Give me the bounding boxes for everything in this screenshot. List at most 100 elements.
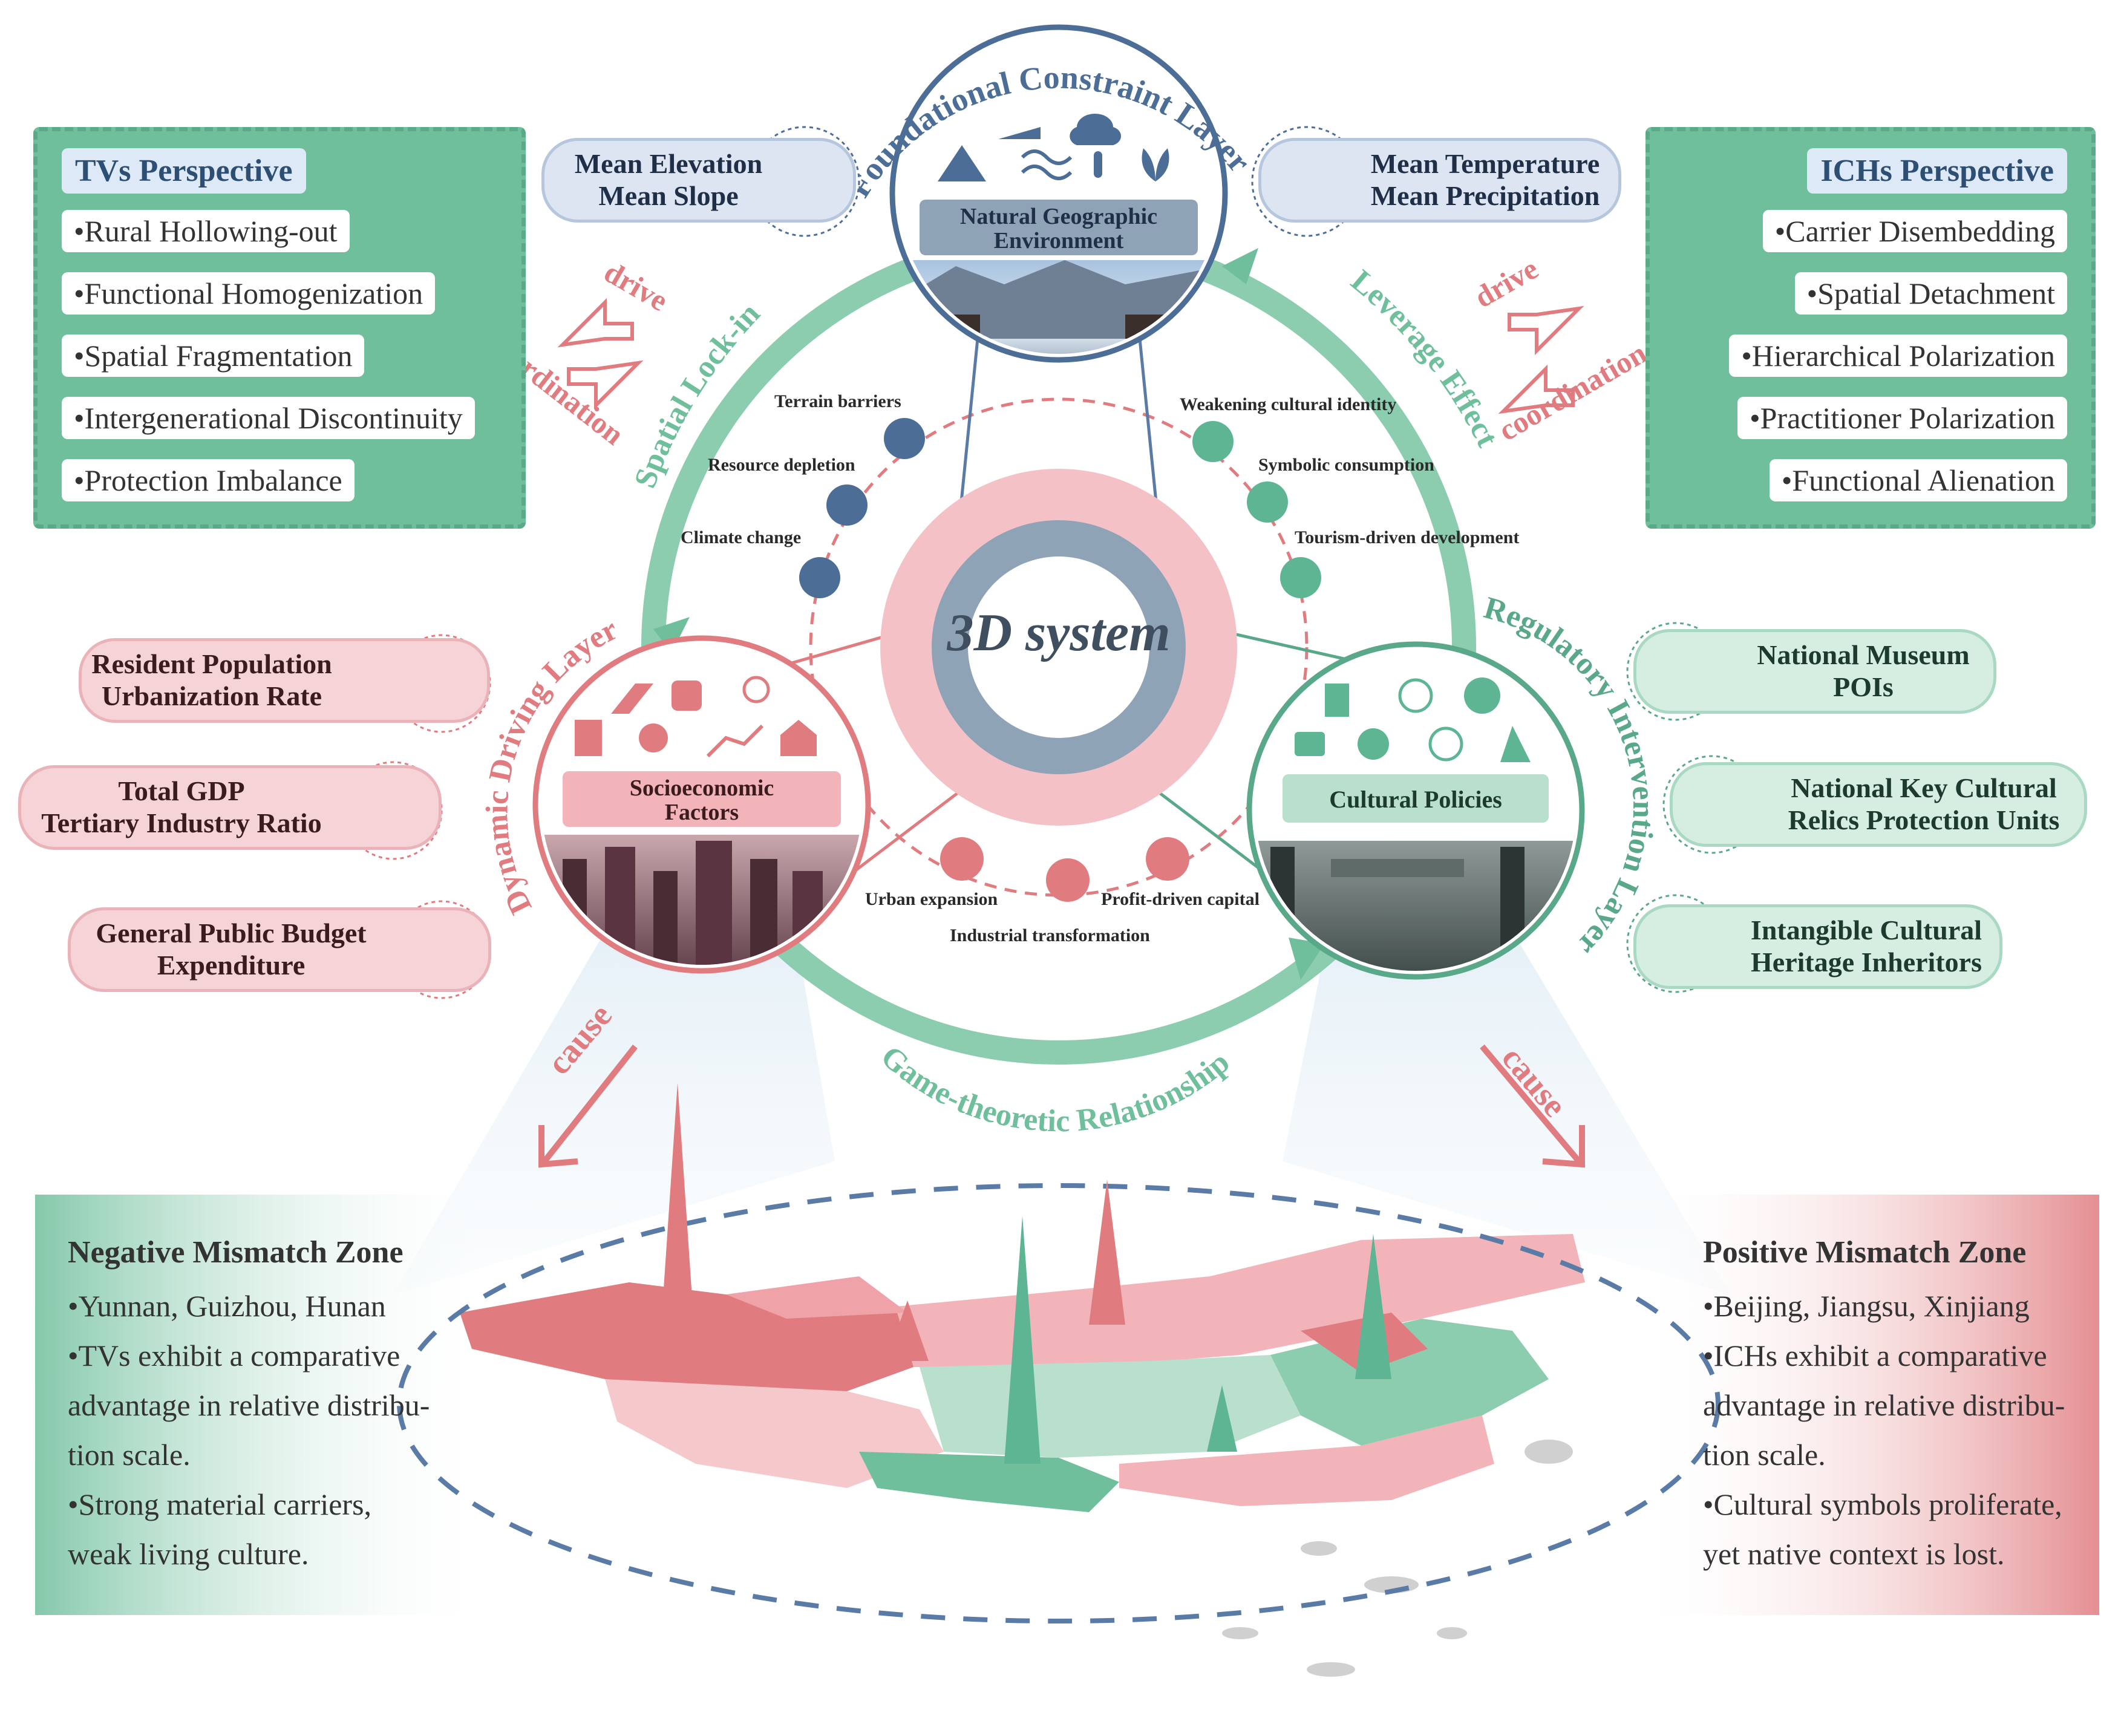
- head-icon: [1192, 421, 1234, 462]
- ichs-perspective-box: ICHs Perspective •Carrier Disembedding •…: [1645, 127, 2096, 529]
- positive-zone-line: •Cultural symbols proliferate,: [1703, 1487, 2062, 1521]
- ring-arrow-bottom-right: [1289, 938, 1325, 980]
- tvs-item: •Protection Imbalance: [62, 459, 355, 501]
- positive-zone-line: advantage in relative distribu-: [1703, 1388, 2065, 1422]
- money-icon: [1146, 837, 1189, 881]
- socio-label-2: Factors: [665, 800, 739, 825]
- inheritors-line-1: Intangible Cultural: [1750, 915, 1982, 946]
- ichs-item: •Spatial Detachment: [1794, 272, 2067, 315]
- factor-resource: Resource depletion: [708, 455, 855, 475]
- positive-zone: Positive Mismatch Zone •Beijing, Jiangsu…: [1703, 1228, 2090, 1579]
- ethnic-icon: [1428, 726, 1463, 762]
- factor-industrial: Industrial transformation: [950, 925, 1150, 945]
- spike-inner-mongolia: [1089, 1180, 1125, 1325]
- islands: [1222, 1440, 1573, 1677]
- spike-hubei: [1207, 1385, 1237, 1452]
- map-ellipse: [397, 1183, 1721, 1623]
- factor-profit: Profit-driven capital: [1101, 889, 1260, 909]
- negative-zone-line: •Yunnan, Guizhou, Hunan: [68, 1289, 386, 1323]
- socio-label-box: [563, 771, 841, 827]
- relics-pill: National Key Cultural Relics Protection …: [1670, 762, 2087, 847]
- gdp-line-2: Tertiary Industry Ratio: [41, 808, 322, 838]
- factor-climate: Climate change: [681, 527, 802, 547]
- positive-zone-line: yet native context is lost.: [1703, 1537, 2005, 1571]
- ichs-item: •Functional Alienation: [1769, 459, 2067, 501]
- atom-icon: [1046, 858, 1090, 902]
- map-region-north: [895, 1234, 1585, 1367]
- population-pill: Resident Population Urbanization Rate: [79, 638, 490, 723]
- budget-line-2: Expenditure: [157, 950, 306, 981]
- left-drive-arrows: [557, 298, 644, 410]
- wind-icon: [1021, 149, 1073, 180]
- center-inner: [968, 556, 1149, 738]
- ichs-perspective-title: ICHs Perspective: [1807, 148, 2067, 194]
- ichs-item: •Carrier Disembedding: [1762, 210, 2067, 252]
- elevation-line-2: Mean Slope: [598, 180, 739, 211]
- thermometer-icon: [1094, 151, 1102, 178]
- building-icon: [575, 720, 602, 756]
- factor-icons: [799, 418, 1321, 902]
- tvs-item: •Intergenerational Discontinuity: [62, 397, 475, 439]
- worker-icon: [639, 723, 668, 752]
- right-drive-arrows: [1498, 305, 1584, 414]
- ichs-item: •Hierarchical Polarization: [1729, 334, 2067, 377]
- cultural-label-box: [1283, 774, 1549, 823]
- relics-line-1: National Key Cultural: [1791, 772, 2057, 804]
- negative-zone-line: •TVs exhibit a comparative: [68, 1339, 400, 1372]
- book-icon: [1295, 732, 1325, 756]
- negative-zone-line: tion scale.: [68, 1438, 191, 1472]
- terrain-factor-icon: [884, 418, 925, 459]
- slope-icon: [998, 127, 1041, 139]
- tvs-perspective-title: TVs Perspective: [62, 148, 306, 194]
- positive-zone-line: tion scale.: [1703, 1438, 1826, 1472]
- negative-zone-line: •Strong material carriers,: [68, 1487, 372, 1521]
- tvs-item: •Spatial Fragmentation: [62, 334, 365, 377]
- tvs-perspective-box: TVs Perspective •Rural Hollowing-out •Fu…: [33, 127, 526, 529]
- people-icon: [742, 676, 770, 703]
- factor-weakening: Weakening cultural identity: [1180, 394, 1397, 414]
- spike-gansu: [886, 1300, 929, 1361]
- balloon-icon: [1464, 677, 1500, 714]
- ring-arrow-top-right: [1222, 248, 1258, 284]
- map-region-southeast: [1119, 1415, 1494, 1506]
- tvs-item: •Rural Hollowing-out: [62, 210, 350, 252]
- inheritors-pill: Intangible Cultural Heritage Inheritors: [1633, 904, 2002, 989]
- budget-pill: General Public Budget Expenditure: [68, 907, 491, 992]
- negative-zone: Negative Mismatch Zone •Yunnan, Guizhou,…: [68, 1228, 479, 1579]
- temperature-pill: Mean Temperature Mean Precipitation: [1258, 138, 1621, 223]
- negative-zone-line: advantage in relative distribu-: [68, 1388, 430, 1422]
- map-region-south: [859, 1452, 1119, 1512]
- coins-icon: [672, 680, 702, 711]
- temperature-line-1: Mean Temperature: [1370, 148, 1600, 180]
- gdp-line-1: Total GDP: [118, 775, 245, 807]
- city-icon: [940, 837, 984, 881]
- map-spikes: [662, 1083, 1391, 1464]
- snowflake-icon: [826, 485, 868, 526]
- mountain-icon: [938, 145, 986, 181]
- negative-zone-title: Negative Mismatch Zone: [68, 1235, 404, 1270]
- factor-symbolic: Symbolic consumption: [1258, 455, 1434, 475]
- lantern-icon: [1358, 728, 1389, 760]
- spike-hebei: [1355, 1234, 1391, 1379]
- relics-line-2: Relics Protection Units: [1788, 804, 2060, 835]
- road-icon: [611, 684, 653, 714]
- map-region-southwest: [605, 1379, 944, 1488]
- gdp-pill: Total GDP Tertiary Industry Ratio: [18, 765, 442, 850]
- museum-icon: [1325, 684, 1349, 717]
- inheritors-line-2: Heritage Inheritors: [1751, 947, 1982, 977]
- rain-cloud-icon: [1070, 114, 1122, 145]
- negative-zone-line: weak living culture.: [68, 1537, 309, 1571]
- positive-zone-line: •Beijing, Jiangsu, Xinjiang: [1703, 1289, 2030, 1323]
- elevation-pill: Mean Elevation Mean Slope: [541, 138, 856, 223]
- map-region-northwest: [726, 1276, 907, 1319]
- factor-tourism: Tourism-driven development: [1295, 527, 1520, 547]
- pie-icon: [799, 557, 840, 598]
- dashed-ring: [809, 397, 1309, 897]
- lantern-factor-icon: [1280, 557, 1321, 598]
- factor-terrain: Terrain barriers: [774, 391, 901, 411]
- factor-urban: Urban expansion: [865, 889, 998, 909]
- growth-chart-icon: [706, 724, 764, 758]
- ring-arrow-left: [653, 617, 690, 653]
- positive-zone-line: •ICHs exhibit a comparative: [1703, 1339, 2047, 1372]
- dancer-icon: [1500, 726, 1531, 762]
